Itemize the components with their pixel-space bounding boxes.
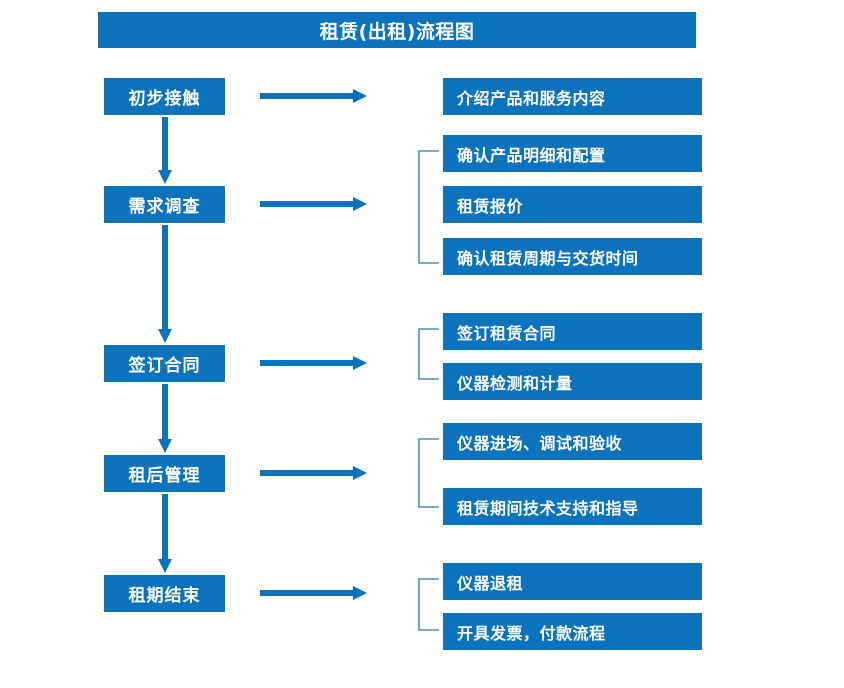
horizontal-arrow-2 bbox=[260, 196, 368, 212]
task-box-4[interactable]: 确认租赁周期与交货时间 bbox=[443, 238, 702, 275]
horizontal-arrow-5 bbox=[260, 585, 368, 601]
stage-box-5[interactable]: 租期结束 bbox=[104, 575, 225, 612]
group-bracket-2 bbox=[417, 150, 441, 264]
stage-box-3[interactable]: 签订合同 bbox=[104, 345, 225, 382]
task-box-3[interactable]: 租赁报价 bbox=[443, 186, 702, 223]
task-box-8[interactable]: 租赁期间技术支持和指导 bbox=[443, 488, 702, 525]
task-box-5[interactable]: 签订租赁合同 bbox=[443, 313, 702, 350]
stage-box-4[interactable]: 租后管理 bbox=[104, 455, 225, 492]
task-box-1[interactable]: 介绍产品和服务内容 bbox=[443, 78, 702, 115]
group-bracket-3 bbox=[417, 328, 441, 380]
page-title: 租赁(出租)流程图 bbox=[98, 12, 696, 48]
vertical-arrow-2 bbox=[157, 225, 173, 344]
stage-box-2[interactable]: 需求调查 bbox=[104, 186, 225, 223]
group-bracket-4 bbox=[417, 438, 441, 508]
horizontal-arrow-4 bbox=[260, 465, 368, 481]
task-box-6[interactable]: 仪器检测和计量 bbox=[443, 363, 702, 400]
task-box-9[interactable]: 仪器退租 bbox=[443, 563, 702, 600]
vertical-arrow-4 bbox=[157, 494, 173, 574]
horizontal-arrow-3 bbox=[260, 355, 368, 371]
task-box-7[interactable]: 仪器进场、调试和验收 bbox=[443, 423, 702, 460]
task-box-2[interactable]: 确认产品明细和配置 bbox=[443, 135, 702, 172]
vertical-arrow-1 bbox=[157, 117, 173, 185]
group-bracket-5 bbox=[417, 578, 441, 631]
stage-box-1[interactable]: 初步接触 bbox=[104, 78, 225, 115]
task-box-10[interactable]: 开具发票，付款流程 bbox=[443, 613, 702, 650]
vertical-arrow-3 bbox=[157, 384, 173, 454]
horizontal-arrow-1 bbox=[260, 88, 368, 104]
